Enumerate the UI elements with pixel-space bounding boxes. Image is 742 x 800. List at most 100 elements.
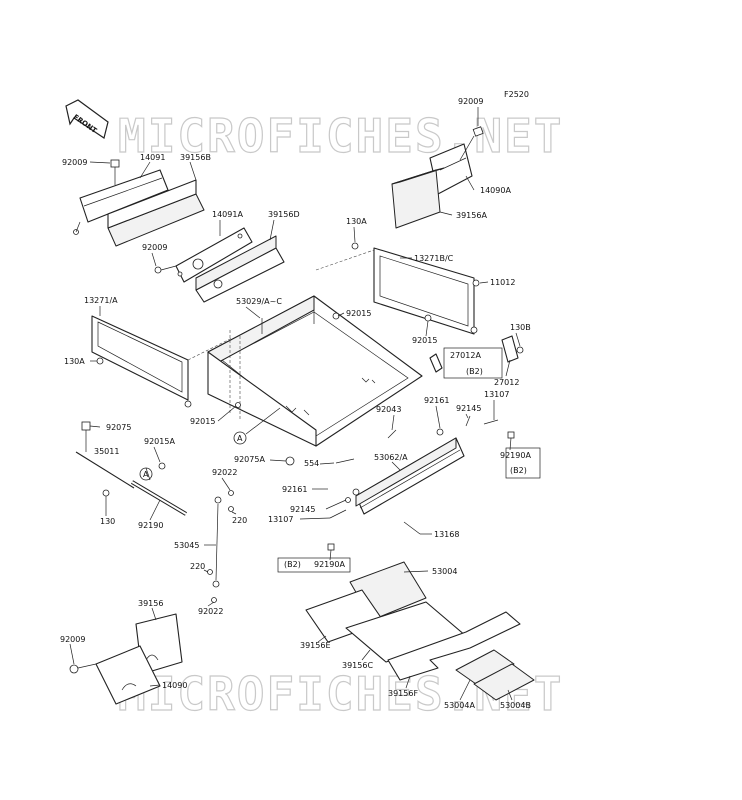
part-label-l11012: 11012 (490, 278, 515, 287)
rod-35011 (75, 421, 166, 497)
leader-l92043 (391, 414, 395, 431)
ref-circle-lA_1 (233, 431, 247, 445)
leader-l53004B (507, 689, 513, 701)
part-label-l92009_top: 92009 (458, 97, 483, 106)
leader-l130A_r (353, 226, 356, 243)
part-label-l220_t: 220 (232, 516, 247, 525)
part-label-l27012A: 27012A (450, 351, 481, 360)
part-label-l53045: 53045 (174, 541, 199, 550)
leader-l92009_b (69, 643, 75, 665)
pad-39156A (391, 167, 445, 229)
cover-14091A (175, 227, 253, 283)
tailgate-53062 (345, 415, 515, 515)
leader-l92022_b (207, 601, 215, 607)
leader-l92015_r (425, 320, 429, 337)
figure-code: F2520 (504, 90, 529, 99)
part-label-l92145_b: 92145 (290, 505, 315, 514)
leader-l39156E (317, 635, 327, 643)
part-label-l92075: 92075 (106, 423, 131, 432)
pad-39156D (195, 235, 285, 303)
bracket-14090 (69, 645, 161, 705)
leader-lA_2 (145, 467, 151, 481)
leader-l39156A (439, 211, 453, 216)
leader-l39156F (405, 675, 411, 689)
spring-554 (335, 458, 355, 464)
part-label-l39156: 39156 (138, 599, 163, 608)
hinge-27012 (424, 314, 524, 363)
part-label-l554: 554 (304, 459, 319, 468)
box-27012A (443, 347, 503, 379)
part-label-l92161_b: 92161 (282, 485, 307, 494)
leader-l14090 (149, 684, 161, 687)
grommet-92075A (285, 456, 295, 466)
part-label-l92190: 92190 (138, 521, 163, 530)
part-label-l53004A: 53004A (444, 701, 475, 710)
leader-l39156C (361, 649, 371, 661)
part-label-l27012: 27012 (494, 378, 519, 387)
leader-l92009_l (89, 161, 111, 164)
clip-92190A (327, 543, 335, 551)
leader-l27012 (505, 359, 511, 377)
part-label-l92022_t: 92022 (212, 468, 237, 477)
leader-l92009_m (151, 252, 157, 267)
leader-l53004A (459, 679, 471, 701)
part-label-l130A_r: 130A (346, 217, 367, 226)
rod-92190 (130, 480, 188, 516)
part-label-l92015_r: 92015 (412, 336, 437, 345)
ref-label-lA_1: A (237, 434, 243, 443)
leader-l92015A (153, 446, 161, 463)
bolt-92009-mid-icon (154, 265, 177, 274)
part-label-l39156D: 39156D (268, 210, 300, 219)
bolt-92043 (387, 429, 397, 439)
leader-l92190A_c (329, 549, 332, 561)
part-label-l14091: 14091 (140, 153, 165, 162)
leader-l92022_t (221, 477, 231, 491)
part-label-l53004B: 53004B (500, 701, 531, 710)
leader-l220_b (203, 569, 209, 573)
side-gate-13271A (91, 315, 233, 408)
part-label-l92009_b: 92009 (60, 635, 85, 644)
part-label-lB2_c: (B2) (284, 560, 301, 569)
part-label-l14090: 14090 (162, 681, 187, 690)
part-label-l92015A: 92015A (144, 437, 175, 446)
leader-l554 (319, 462, 335, 465)
box-92190A-center (277, 557, 351, 573)
leader-l92015_c (337, 312, 345, 317)
part-label-l130B: 130B (510, 323, 531, 332)
mat-53004B (473, 663, 535, 701)
watermark-top: MICROFICHES.NET (118, 109, 563, 163)
part-label-l39156F: 39156F (388, 689, 418, 698)
part-label-l13271BC: 13271B/C (414, 254, 454, 263)
leader-l13107_b (299, 517, 331, 520)
part-label-l13107_b: 13107 (268, 515, 293, 524)
side-gate-13271BC (351, 242, 480, 335)
part-label-l92190A_r: 92190A (500, 451, 531, 460)
part-label-lB2_b: (B2) (510, 466, 527, 475)
leader-l220_t (231, 511, 237, 515)
part-label-l53029: 53029/A~C (236, 297, 282, 306)
leader-l92145_a (465, 413, 469, 419)
part-label-l92009_m: 92009 (142, 243, 167, 252)
ref-label-lA_2: A (143, 470, 149, 479)
part-label-l14091A: 14091A (212, 210, 243, 219)
part-label-l92043: 92043 (376, 405, 401, 414)
part-label-l35011: 35011 (94, 447, 119, 456)
part-label-l53004: 53004 (432, 567, 457, 576)
part-label-l130: 130 (100, 517, 115, 526)
front-arrow-icon: FRONT (65, 99, 109, 139)
leader-l92190 (149, 499, 161, 521)
bolt-92009-top-icon (459, 126, 484, 161)
part-label-l92145_a: 92145 (456, 404, 481, 413)
part-label-l13168: 13168 (434, 530, 459, 539)
part-label-l92075A: 92075A (234, 455, 265, 464)
damper-13168 (403, 521, 421, 535)
leader-l92075A (269, 459, 287, 462)
part-label-l130A_l: 130A (64, 357, 85, 366)
part-label-l92190A_c: 92190A (314, 560, 345, 569)
part-label-l92022_b: 92022 (198, 607, 223, 616)
part-label-l13107_a: 13107 (484, 390, 509, 399)
leader-l14090A (465, 175, 475, 191)
part-label-l14090A: 14090A (480, 186, 511, 195)
part-label-l39156E: 39156E (300, 641, 331, 650)
